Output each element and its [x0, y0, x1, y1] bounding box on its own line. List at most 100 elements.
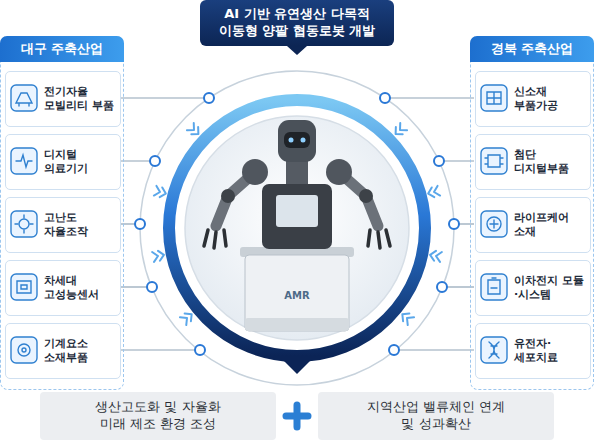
industry-icons [481, 85, 507, 111]
outer-ring [140, 71, 454, 385]
chevrons [180, 310, 195, 325]
outer-ring [140, 71, 454, 385]
industry-icons [481, 274, 507, 300]
industry-item: 첨단 디지털부품 [475, 134, 591, 190]
robot-figure [289, 138, 294, 143]
icon-glyphs [15, 215, 33, 233]
icon-glyphs [15, 92, 503, 358]
icon-glyphs [490, 220, 498, 228]
robot-figure [301, 138, 306, 143]
industry-item: 유전자· 세포치료 [475, 323, 591, 379]
industry-item: 디지털 의료기기 [5, 134, 121, 190]
chevrons [429, 250, 442, 262]
item-label: 차세대 고성능센서 [44, 274, 116, 302]
goal-text: 생산고도화 및 자율화 미래 제조 환경 조성 [83, 399, 233, 433]
icon-glyphs [17, 281, 31, 293]
ring-dots [380, 93, 390, 103]
industry-icons [11, 274, 37, 300]
industry-item: 이차전지 모듈·시스템 [475, 260, 591, 316]
chevrons [392, 123, 407, 138]
title-box: AI 기반 유연생산 다목적 이동형 양팔 협동로봇 개발 [200, 0, 394, 46]
ring-dots [204, 93, 214, 103]
chevrons [427, 186, 440, 199]
bottom-pointer [284, 361, 310, 374]
icon-glyphs [22, 348, 26, 352]
robot-figure [242, 159, 268, 185]
robot-figure [278, 120, 316, 162]
goal-box: 지역산업 밸류체인 연계 및 성과확산 [318, 392, 554, 440]
ring-dots [135, 219, 145, 229]
title-pointer [287, 46, 307, 55]
panel-header: 경북 주축산업 [470, 36, 594, 62]
robot-base-label: AMR [267, 290, 327, 301]
goal-text: 지역산업 밸류체인 연계 및 성과확산 [361, 399, 511, 433]
industry-item: 고난도 자율조작 [5, 197, 121, 253]
industry-icons [11, 337, 37, 363]
title-text: AI 기반 유연생산 다목적 이동형 양팔 협동로봇 개발 [210, 6, 384, 40]
industry-icons [11, 85, 37, 111]
icon-glyphs [16, 155, 32, 167]
robot-figure [262, 184, 332, 249]
icon-glyphs [19, 219, 29, 229]
plus-sign [286, 405, 308, 427]
robot-figure [368, 230, 390, 248]
ring-dots [135, 93, 459, 355]
item-label: 라이프케어 소재 [514, 211, 586, 239]
robot-figure [286, 160, 308, 188]
inner-disc [185, 116, 409, 340]
inner-disc [185, 116, 409, 340]
item-label: 디지털 의료기기 [44, 148, 116, 176]
ring-dots [449, 219, 459, 229]
bottom-pointer [284, 361, 310, 374]
robot-figure [359, 189, 373, 203]
icon-glyphs [487, 217, 501, 231]
gradient-ring [169, 100, 425, 356]
chevrons [399, 310, 414, 325]
robot-figure [284, 132, 310, 148]
robot-figure [326, 159, 352, 185]
leader-lines [120, 349, 200, 350]
industry-item: 전기자율 모빌리티 부품 [5, 71, 121, 127]
item-label: 유전자· 세포치료 [514, 337, 586, 365]
icon-glyphs [488, 278, 500, 294]
robot-figure [204, 120, 390, 331]
chevrons [152, 250, 165, 262]
industry-panel: 경북 주축산업신소재 부품가공첨단 디지털부품라이프케어 소재이차전지 모듈·시… [470, 36, 594, 390]
industry-item: 라이프케어 소재 [475, 197, 591, 253]
ring-dots [437, 282, 447, 292]
ring-dots [195, 345, 205, 355]
robot-figure [221, 189, 235, 203]
title-pointer [287, 46, 307, 55]
industry-item: 기계요소 소재부품 [5, 323, 121, 379]
gradient-ring [169, 100, 425, 356]
robot-figure [204, 230, 226, 248]
icon-glyphs [489, 342, 499, 358]
item-label: 전기자율 모빌리티 부품 [44, 85, 116, 113]
plus-sign [286, 405, 308, 427]
item-label: 신소재 부품가공 [514, 85, 586, 113]
industry-icons [481, 337, 507, 363]
item-label: 기계요소 소재부품 [44, 337, 116, 365]
icon-glyphs [16, 93, 32, 106]
item-label: 첨단 디지털부품 [514, 148, 586, 176]
icon-glyphs [487, 92, 501, 104]
industry-panel: 대구 주축산업전기자율 모빌리티 부품디지털 의료기기고난도 자율조작차세대 고… [0, 36, 124, 390]
item-label: 이차전지 모듈·시스템 [514, 274, 586, 302]
icon-glyphs [18, 344, 30, 356]
ring-dots [434, 156, 444, 166]
robot-figure [245, 255, 349, 331]
leader-lines [385, 97, 474, 98]
goal-box: 생산고도화 및 자율화 미래 제조 환경 조성 [40, 392, 276, 440]
industry-icons [11, 148, 37, 174]
chevrons [187, 123, 202, 138]
robot-figure [276, 195, 318, 227]
industry-icons [481, 148, 507, 174]
leader-lines [394, 349, 474, 350]
ring-dots [150, 156, 160, 166]
item-label: 고난도 자율조작 [44, 211, 116, 239]
robot-figure [245, 318, 349, 331]
ring-dots [147, 282, 157, 292]
leader-lines [120, 98, 474, 350]
industry-item: 신소재 부품가공 [475, 71, 591, 127]
leader-lines [120, 97, 209, 98]
